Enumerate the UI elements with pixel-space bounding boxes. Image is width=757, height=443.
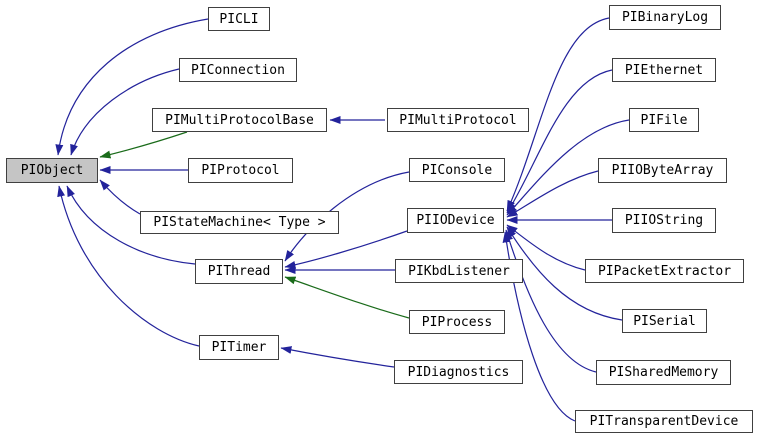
node-pipacketextractor[interactable]: PIPacketExtractor: [585, 259, 744, 283]
node-pistatemachine[interactable]: PIStateMachine< Type >: [140, 211, 339, 234]
node-pimultiprotocol[interactable]: PIMultiProtocol: [387, 108, 529, 132]
node-pitransparentdevice[interactable]: PITransparentDevice: [575, 410, 753, 433]
edge-piprocess-to-pithread: [284, 276, 410, 319]
node-pimultiprotocolbase[interactable]: PIMultiProtocolBase: [152, 108, 327, 132]
node-pidiagnostics[interactable]: PIDiagnostics: [394, 360, 523, 384]
node-pisharedmemory[interactable]: PISharedMemory: [596, 360, 731, 385]
edge-piconnection-to-piobject: [70, 68, 180, 156]
edge-pifile-to-piiodevice: [506, 119, 630, 216]
edge-piserial-to-piiodevice: [506, 226, 623, 321]
edge-piiodevice-to-pithread: [284, 230, 408, 269]
node-piethernet[interactable]: PIEthernet: [612, 58, 716, 82]
edge-picli-to-piobject: [55, 18, 209, 156]
edge-pitimer-to-piobject: [57, 185, 200, 347]
edge-pistatemachine-to-piobject: [99, 179, 141, 215]
edge-pithread-to-piobject: [66, 185, 196, 265]
node-pithread[interactable]: PIThread: [195, 259, 283, 284]
edge-pibinarylog-to-piiodevice: [506, 17, 610, 212]
node-pitimer[interactable]: PITimer: [199, 335, 279, 360]
node-piobject: PIObject: [6, 158, 98, 183]
edge-piiobytearray-to-piiodevice: [506, 170, 599, 218]
edge-pimultiprotocolbase-to-piobject: [99, 131, 188, 159]
node-pifile[interactable]: PIFile: [629, 108, 699, 132]
node-pikbdlistener[interactable]: PIKbdListener: [395, 259, 523, 283]
edge-piconsole-to-pithread: [284, 171, 410, 262]
node-piiostring[interactable]: PIIOString: [612, 208, 716, 233]
edge-pisharedmemory-to-piiodevice: [505, 229, 597, 373]
node-piprotocol[interactable]: PIProtocol: [188, 158, 293, 183]
node-piconsole[interactable]: PIConsole: [409, 158, 505, 182]
node-piiobytearray[interactable]: PIIOByteArray: [598, 158, 727, 183]
node-picli[interactable]: PICLI: [208, 7, 270, 31]
edge-pidiagnostics-to-pitimer: [280, 346, 395, 368]
node-piiodevice[interactable]: PIIODevice: [407, 208, 504, 233]
node-piprocess[interactable]: PIProcess: [409, 310, 505, 334]
node-piserial[interactable]: PISerial: [622, 309, 707, 333]
node-piconnection[interactable]: PIConnection: [179, 58, 297, 82]
node-pibinarylog[interactable]: PIBinaryLog: [609, 5, 721, 30]
edge-piethernet-to-piiodevice: [506, 69, 613, 214]
